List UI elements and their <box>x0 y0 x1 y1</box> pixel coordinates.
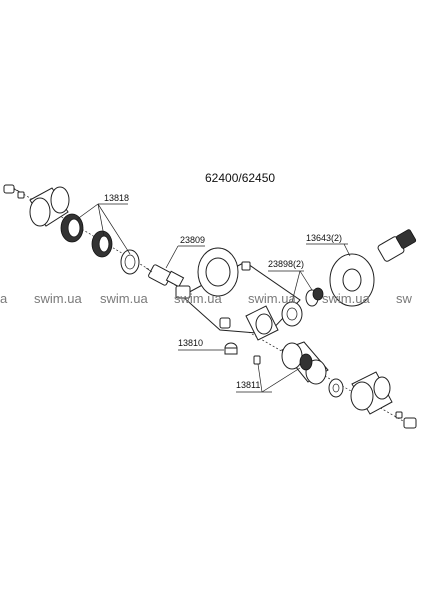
mixer-body-part <box>175 247 301 341</box>
part-13810 <box>224 342 238 355</box>
callout-23898: 23898(2) <box>268 259 313 303</box>
ring-thread-1-part <box>60 213 84 243</box>
screw-small-part <box>17 191 25 199</box>
ring-thread-2-part <box>91 230 113 258</box>
callout-13818-label: 13818 <box>104 193 129 203</box>
watermark-text: sw <box>396 291 413 306</box>
callout-13818: 13818 <box>75 193 131 255</box>
model-title: 62400/62450 <box>205 171 275 185</box>
watermark-text: swim.ua <box>322 291 370 306</box>
watermark-text: a <box>0 291 8 306</box>
callout-23898-label: 23898(2) <box>268 259 304 269</box>
callout-23809-label: 23809 <box>180 235 205 245</box>
watermark: a swim.ua swim.ua swim.ua swim.ua swim.u… <box>0 291 413 306</box>
small-nut-part <box>253 355 261 365</box>
callout-13810: 13810 <box>178 338 224 351</box>
callout-13643-label: 13643(2) <box>306 233 342 243</box>
spline-adapter-part <box>328 378 344 398</box>
callout-13811-label: 13811 <box>236 380 260 390</box>
watermark-text: swim.ua <box>100 291 148 306</box>
temperature-knob-part <box>350 371 393 415</box>
watermark-text: swim.ua <box>174 291 222 306</box>
watermark-text: swim.ua <box>34 291 82 306</box>
callout-23809: 23809 <box>165 235 205 269</box>
callout-13811: 13811 <box>236 363 301 393</box>
washer-23898-part <box>305 287 324 307</box>
callout-13643: 13643(2) <box>306 233 351 257</box>
screw-right-part <box>395 411 403 419</box>
cap-right-part <box>403 417 417 429</box>
screw-left-part <box>3 184 21 194</box>
eccentric-connector-part <box>377 229 417 262</box>
cartridge-23809-part <box>145 264 185 288</box>
toothed-disc-part <box>120 249 140 275</box>
thermo-cartridge-part <box>281 341 329 385</box>
callout-13810-label: 13810 <box>178 338 203 348</box>
watermark-text: swim.ua <box>248 291 296 306</box>
rosette-13643-part <box>329 253 375 307</box>
handle-left-part <box>29 186 70 227</box>
outlet-nipple-part <box>219 261 251 329</box>
